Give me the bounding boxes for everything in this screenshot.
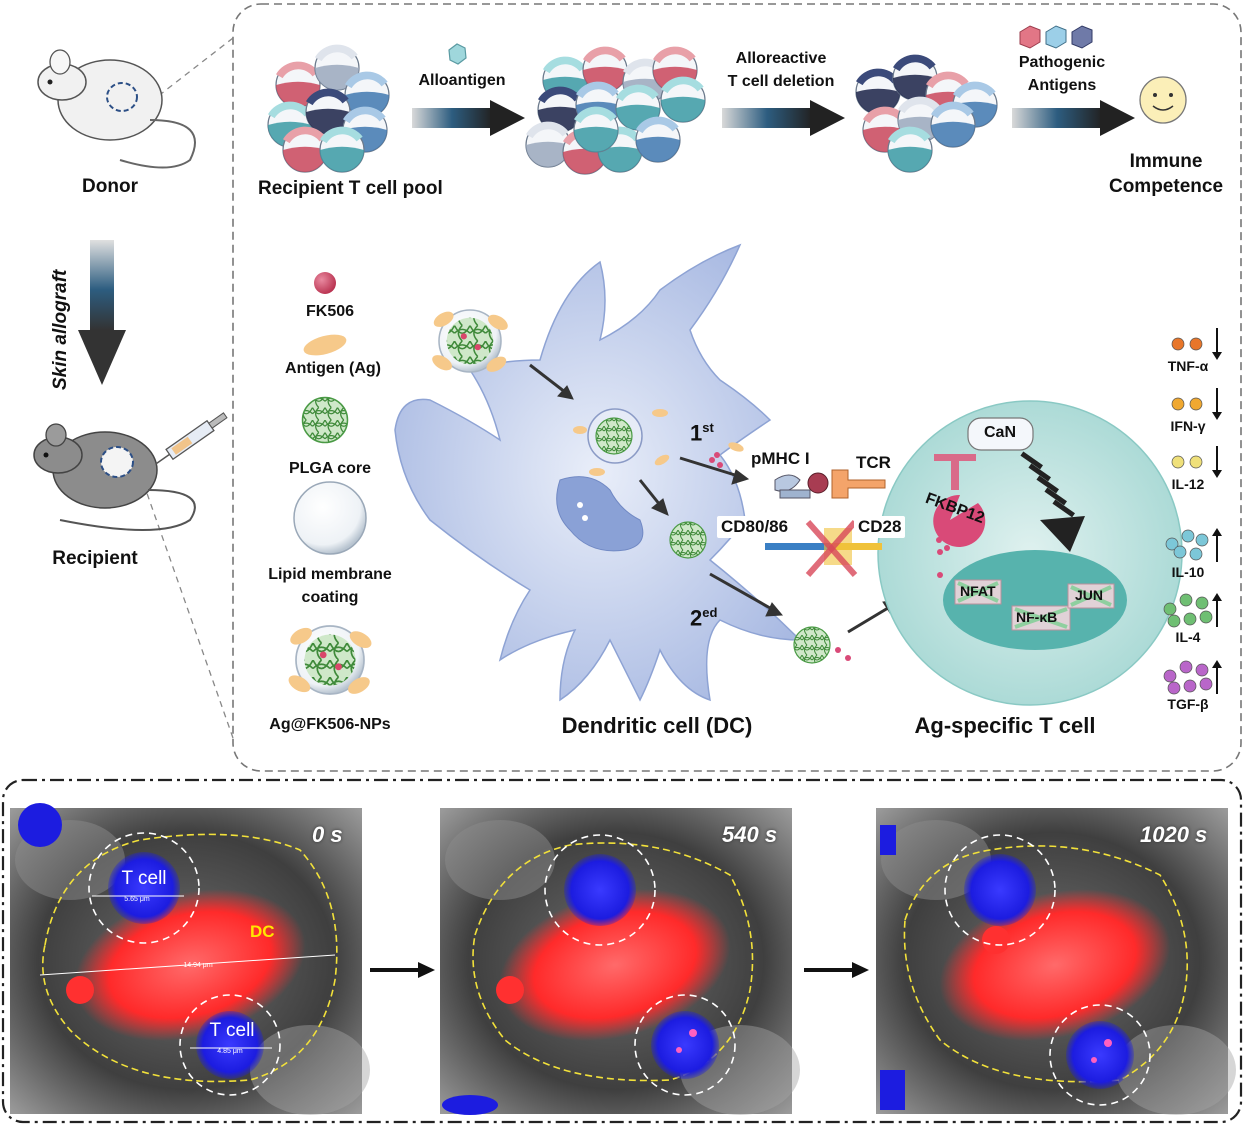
time-label-0: 0 s bbox=[312, 822, 343, 847]
alloantigen-primed-pool-icon bbox=[525, 46, 706, 175]
time-arrows bbox=[370, 962, 869, 978]
alloantigen-icon bbox=[448, 43, 467, 65]
recipient-pool-label: Recipient T cell pool bbox=[258, 178, 443, 199]
scale-label-2: 4.85 μm bbox=[217, 1048, 243, 1055]
cytokine-4 bbox=[1163, 593, 1222, 628]
legend-lipid-line1: Lipid membrane bbox=[268, 566, 392, 583]
time-label-1020: 1020 s bbox=[1140, 822, 1208, 847]
nfkb-label: NF-κB bbox=[1016, 609, 1058, 625]
deletion-label-line1: Alloreactive bbox=[735, 50, 827, 67]
scale-label-1: 5.65 μm bbox=[124, 896, 150, 903]
recipient-t-cell-pool-icon bbox=[267, 44, 390, 173]
pathogenic-label-line1: Pathogenic bbox=[1018, 54, 1106, 71]
legend-plga: PLGA core bbox=[288, 460, 372, 477]
recipient-mouse-icon bbox=[33, 423, 196, 531]
t-cell-nucleus bbox=[943, 550, 1127, 650]
blocked-transcription-factors bbox=[954, 579, 1115, 631]
immune-label-line2: Competence bbox=[1108, 176, 1224, 197]
cytokine-1 bbox=[1171, 388, 1222, 420]
deletion-label-line2: T cell deletion bbox=[727, 73, 835, 90]
zoom-line-bottom bbox=[129, 444, 234, 739]
signaling-dashed-arrow bbox=[1020, 451, 1085, 552]
costim-receptors bbox=[765, 520, 882, 577]
alloantigen-label: Alloantigen bbox=[418, 72, 506, 89]
syringe-icon bbox=[155, 412, 228, 465]
pathogenic-label-line2: Antigens bbox=[1027, 77, 1097, 94]
np-entering-dc bbox=[430, 309, 511, 376]
scale-label-3: 14.94 μm bbox=[183, 962, 213, 969]
first-signal-label: 1st bbox=[690, 420, 714, 446]
micrograph-2 bbox=[876, 808, 1236, 1115]
flow-arrow-2 bbox=[722, 100, 845, 136]
recipient-label: Recipient bbox=[52, 548, 138, 569]
cd80-label: CD80/86 bbox=[717, 516, 793, 538]
pmhc-label: pMHC I bbox=[747, 448, 814, 470]
donor-mouse-icon bbox=[37, 49, 196, 169]
antigen-icon bbox=[303, 334, 347, 356]
cytokine-label-4: IL-4 bbox=[1175, 629, 1201, 645]
cytokine-label-5: TGF-β bbox=[1167, 696, 1209, 712]
can-label: CaN bbox=[984, 424, 1017, 441]
cd28-label: CD28 bbox=[854, 516, 906, 538]
cytokine-0 bbox=[1171, 328, 1222, 360]
micrograph-0 bbox=[10, 803, 370, 1115]
top-panel-border bbox=[232, 3, 1242, 772]
cytokine-label-2: IL-12 bbox=[1171, 476, 1205, 492]
flow-arrow-1 bbox=[412, 100, 525, 136]
legend-np: Ag@FK506-NPs bbox=[269, 716, 391, 733]
released-core-outside bbox=[793, 626, 831, 664]
legend-antigen: Antigen (Ag) bbox=[285, 360, 381, 377]
skin-allograft-arrow bbox=[78, 240, 126, 385]
dc-title: Dendritic cell (DC) bbox=[561, 713, 753, 738]
nfat-label: NFAT bbox=[960, 583, 996, 599]
tcr-label: TCR bbox=[852, 452, 895, 474]
dc-nucleus bbox=[556, 476, 644, 552]
deleted-pool-icon bbox=[855, 54, 998, 173]
skin-allograft-label: Skin allograft bbox=[50, 269, 71, 390]
flow-arrow-3 bbox=[1012, 100, 1135, 136]
inhibition-symbol bbox=[934, 454, 976, 490]
cytokine-2 bbox=[1171, 446, 1222, 478]
plga-core-icon bbox=[301, 396, 349, 444]
released-core-dc bbox=[669, 521, 707, 559]
micrograph-1 bbox=[440, 808, 800, 1115]
cytokine-label-3: IL-10 bbox=[1171, 564, 1205, 580]
legend-fk506: FK506 bbox=[305, 303, 355, 320]
cytokine-3 bbox=[1165, 528, 1222, 562]
cytokine-label-0: TNF-α bbox=[1167, 358, 1209, 374]
fk506-molecules bbox=[709, 452, 950, 661]
donor-label: Donor bbox=[82, 176, 138, 197]
dc-micro-label: DC bbox=[250, 922, 275, 941]
tcr-receptor bbox=[831, 469, 886, 499]
immune-label-line1: Immune bbox=[1129, 151, 1203, 172]
time-label-540: 540 s bbox=[722, 822, 778, 847]
jun-label: JUN bbox=[1075, 587, 1104, 603]
pmhc-receptor bbox=[774, 472, 829, 499]
antigen-fragments bbox=[573, 409, 744, 476]
fk506-icon bbox=[314, 272, 336, 294]
cytokine-5 bbox=[1163, 660, 1222, 695]
lipid-membrane-icon bbox=[293, 481, 367, 555]
bottom-panel-border bbox=[1, 778, 1243, 1124]
second-signal-label: 2ed bbox=[690, 605, 718, 631]
tcell-label-2: T cell bbox=[209, 1020, 255, 1041]
cytokine-label-1: IFN-γ bbox=[1170, 418, 1206, 434]
pathogenic-antigens-icon bbox=[1019, 25, 1093, 49]
can-box bbox=[967, 417, 1034, 451]
fkbp12-icon bbox=[933, 494, 986, 547]
np-icon bbox=[286, 624, 375, 697]
smiley-face-icon bbox=[1139, 76, 1187, 124]
tcell-title: Ag-specific T cell bbox=[914, 713, 1096, 738]
cytokine-list bbox=[1163, 328, 1222, 695]
tcell-label-1: T cell bbox=[121, 868, 167, 889]
legend-lipid-line2: coating bbox=[301, 589, 359, 606]
